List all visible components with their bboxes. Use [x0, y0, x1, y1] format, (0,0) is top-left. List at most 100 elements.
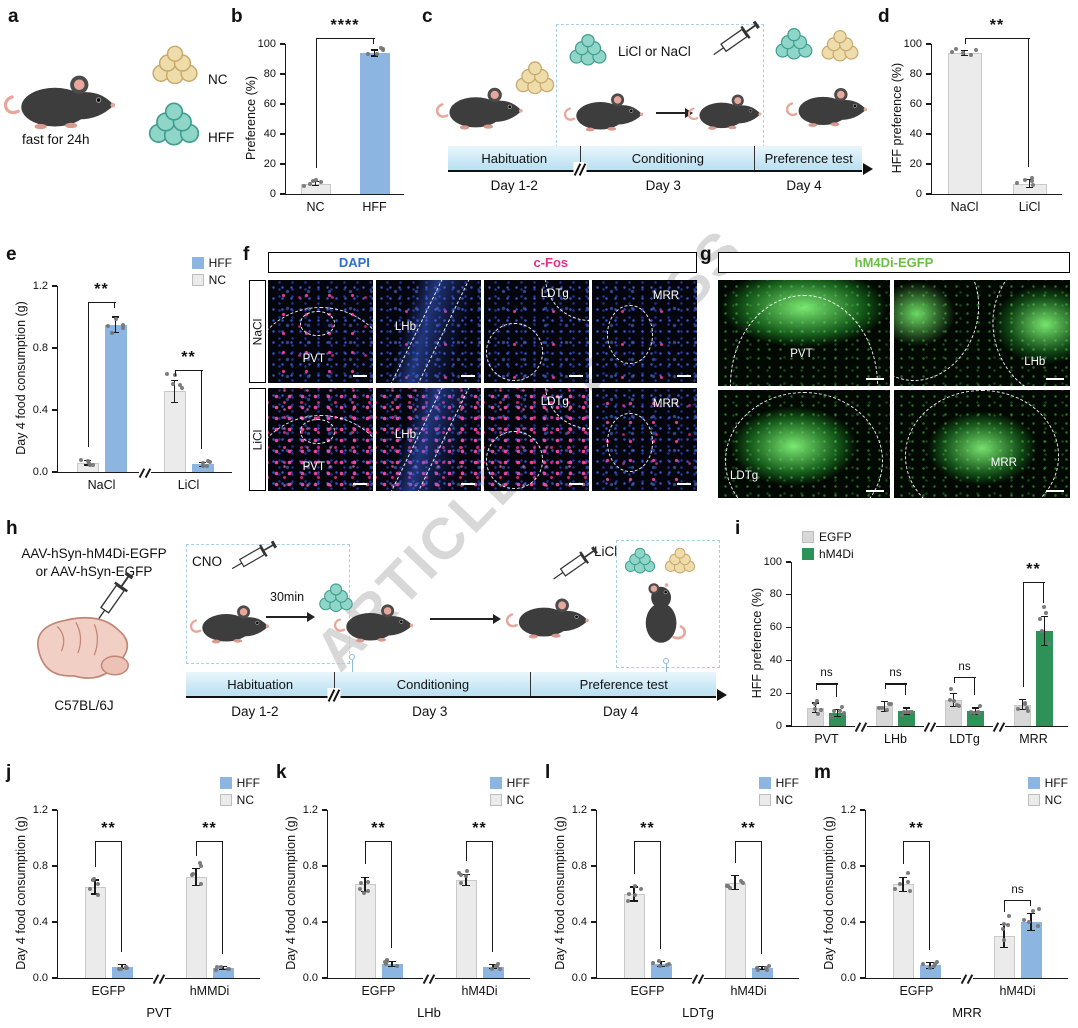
- data-point: [725, 884, 730, 889]
- row-label-licl: LiCl: [249, 388, 266, 491]
- timeline-bar: Habituation Conditioning Preference test: [186, 672, 727, 704]
- axis-break: [993, 722, 1005, 731]
- data-point: [106, 324, 111, 329]
- sig-bracket: [634, 840, 661, 843]
- data-point: [880, 705, 885, 710]
- data-point: [666, 962, 671, 967]
- error-bar-cap: [833, 715, 842, 717]
- data-point: [907, 889, 912, 894]
- data-point: [1027, 920, 1032, 925]
- timeline-segment: Habituation: [227, 676, 294, 692]
- data-point: [902, 709, 907, 714]
- error-bar-cap: [657, 961, 665, 963]
- x-category-label: hMMDi: [189, 984, 230, 998]
- error-bar: [364, 877, 366, 892]
- y-axis-title: HFF preference (%): [750, 587, 764, 699]
- error-bar-cap: [899, 876, 907, 878]
- data-point: [765, 968, 770, 973]
- panel-label-e: e: [6, 244, 17, 265]
- error-bar-cap: [971, 713, 980, 716]
- y-tick: [591, 809, 596, 811]
- data-point: [1030, 909, 1035, 914]
- axis-break: [692, 974, 704, 983]
- y-tick-label: 1.2: [32, 279, 48, 292]
- legend-item: HFF: [1027, 776, 1068, 790]
- mouse-icon: [334, 603, 415, 644]
- data-point: [215, 964, 220, 969]
- y-tick-label: 40: [769, 653, 782, 666]
- y-axis-title: Day 4 food consumption (g): [14, 816, 28, 970]
- legend-swatch: [802, 531, 814, 543]
- data-point: [819, 707, 824, 712]
- data-point: [313, 177, 318, 182]
- timeline-pin: [352, 660, 354, 674]
- bar: [724, 882, 746, 978]
- mouse-icon: [506, 597, 591, 640]
- y-tick-label: 20: [263, 157, 276, 170]
- data-point: [968, 710, 973, 715]
- error-bar: [1021, 699, 1024, 710]
- data-point: [218, 965, 223, 970]
- mouse-icon: [688, 93, 763, 131]
- x-axis-title: MRR: [952, 1005, 982, 1020]
- data-point: [96, 892, 101, 897]
- timeline-day: Day 4: [602, 704, 639, 719]
- y-tick: [280, 103, 285, 105]
- error-bar: [373, 50, 376, 56]
- error-bar-cap: [630, 900, 638, 902]
- bar: [650, 964, 672, 978]
- micrograph-nacl-ldtg: LDTg: [484, 280, 589, 383]
- sig-bracket: [95, 840, 122, 843]
- y-tick-label: 0.4: [302, 915, 318, 928]
- axis-break: [855, 722, 867, 731]
- y-tick: [860, 865, 865, 867]
- axis-break: [153, 974, 165, 983]
- data-point: [977, 703, 982, 708]
- timeline-day: Day 1-2: [490, 178, 538, 193]
- sig-bracket-arm: [1022, 581, 1024, 687]
- y-tick: [926, 43, 931, 45]
- timeline-pin-dot: [663, 658, 669, 664]
- data-point: [206, 459, 211, 464]
- scale-bar: [866, 377, 884, 380]
- legend-label: NC: [1044, 793, 1063, 807]
- legend-item: HFF: [219, 776, 260, 790]
- data-point: [933, 962, 938, 967]
- data-point: [897, 882, 902, 887]
- sig-bracket-arm: [953, 676, 955, 683]
- micrograph-nacl-mrr: MRR: [592, 280, 697, 383]
- legend-item: HFF: [758, 776, 799, 790]
- y-tick-label: 0.4: [32, 915, 48, 928]
- x-category-label: NC: [306, 200, 325, 214]
- sig-bracket: [174, 369, 203, 371]
- delay-label: 30min: [270, 590, 305, 604]
- scale-bar: [677, 482, 691, 485]
- data-point: [1022, 917, 1027, 922]
- y-tick: [786, 692, 791, 694]
- region-outline: [268, 414, 373, 491]
- legend-item: NC: [489, 793, 530, 807]
- y-axis: [864, 810, 866, 978]
- legend-item: HFF: [489, 776, 530, 790]
- sig-bracket-arm: [659, 840, 661, 949]
- data-point: [957, 703, 962, 708]
- error-bar-cap: [902, 713, 911, 716]
- data-point: [361, 891, 366, 896]
- y-tick-label: 0.8: [571, 859, 587, 872]
- region-label: LDTg: [730, 469, 759, 482]
- data-point: [1006, 923, 1011, 928]
- data-point: [904, 709, 909, 714]
- error-bar-cap: [192, 885, 200, 887]
- y-axis-title: HFF preference (%): [890, 62, 904, 174]
- error-bar-cap: [1000, 946, 1008, 948]
- sig-bracket-arm: [905, 683, 907, 695]
- bar: [163, 391, 186, 472]
- data-point: [78, 457, 83, 462]
- nc-food-icon: [515, 61, 555, 94]
- sig-label: ns: [820, 667, 833, 680]
- error-bar-cap: [899, 890, 907, 892]
